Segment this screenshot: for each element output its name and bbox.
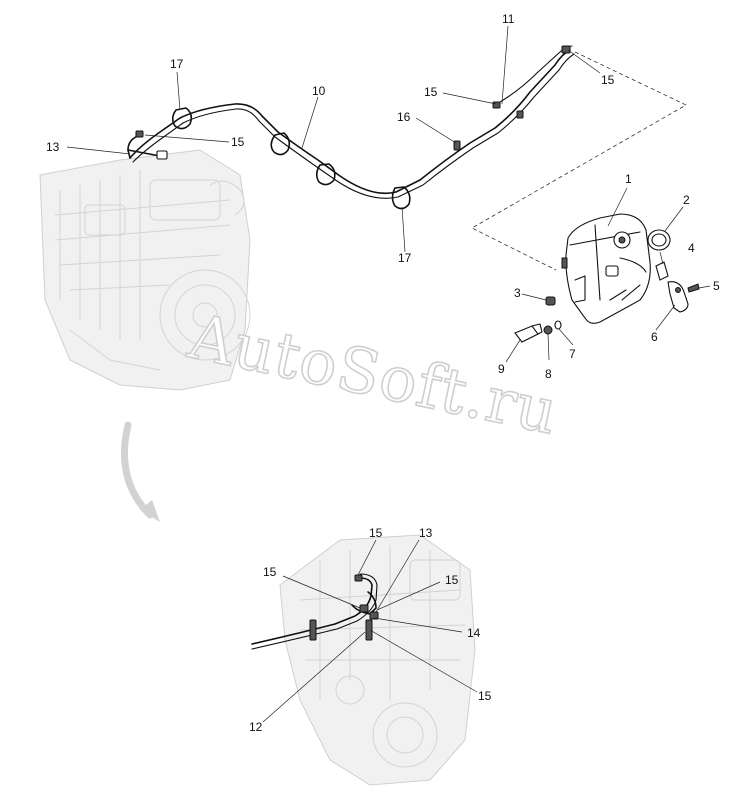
callout-labels: 1 2 3 4 5 6 7 8 9 10 11 12 13 13 14 15 1… (46, 12, 720, 734)
clip-17-top (171, 107, 193, 130)
leader-lines (66, 25, 711, 723)
callout-6: 6 (651, 330, 658, 344)
o-ring-7 (554, 320, 562, 330)
transition-arrow (120, 421, 160, 522)
callout-7: 7 (569, 347, 576, 361)
clip-17-mid-b (315, 163, 336, 186)
callout-1: 1 (625, 172, 632, 186)
callout-16: 16 (397, 110, 411, 124)
washer-8 (543, 325, 553, 335)
bracket-4 (655, 261, 669, 281)
callout-15-mid: 15 (424, 85, 438, 99)
engine-background-bottom (279, 534, 476, 786)
clip-16 (453, 140, 461, 151)
tank-cap-2 (647, 229, 671, 251)
callout-8: 8 (545, 367, 552, 381)
coolant-pipe-12 (251, 573, 379, 650)
callout-3: 3 (514, 286, 521, 300)
nut-3 (545, 296, 556, 306)
callout-13-bottom: 13 (419, 526, 433, 540)
bolt-5 (687, 283, 700, 293)
callout-2: 2 (683, 193, 690, 207)
callout-5: 5 (713, 279, 720, 293)
callout-13-top: 13 (46, 140, 60, 154)
clip-17-mid-a (270, 132, 291, 156)
callout-17-bottom: 17 (398, 251, 412, 265)
callout-15-bottom-right: 15 (445, 573, 459, 587)
reference-line-top (471, 51, 687, 271)
watermark-text: AutoSoft.ru (182, 299, 565, 449)
callout-17-top: 17 (170, 57, 184, 71)
clip-17-bottom (391, 186, 411, 210)
callout-15-left: 15 (231, 135, 245, 149)
callout-15-bottom-lower: 15 (478, 689, 492, 703)
watermark: AutoSoft.ru (181, 298, 565, 449)
callout-15-topright: 15 (601, 73, 615, 87)
callout-10: 10 (312, 84, 326, 98)
clamp-15-upper (135, 45, 571, 138)
engine-background-top (39, 149, 251, 391)
callout-15-bottom-left: 15 (263, 565, 277, 579)
expansion-tank-1 (561, 213, 651, 324)
callout-14: 14 (467, 626, 481, 640)
level-sensor-6 (667, 281, 689, 313)
callout-15-bottom-top: 15 (369, 526, 383, 540)
callout-12: 12 (249, 720, 263, 734)
callout-4: 4 (688, 241, 695, 255)
sensor-9 (514, 323, 543, 343)
callout-11: 11 (502, 12, 515, 26)
callout-9: 9 (498, 362, 505, 376)
